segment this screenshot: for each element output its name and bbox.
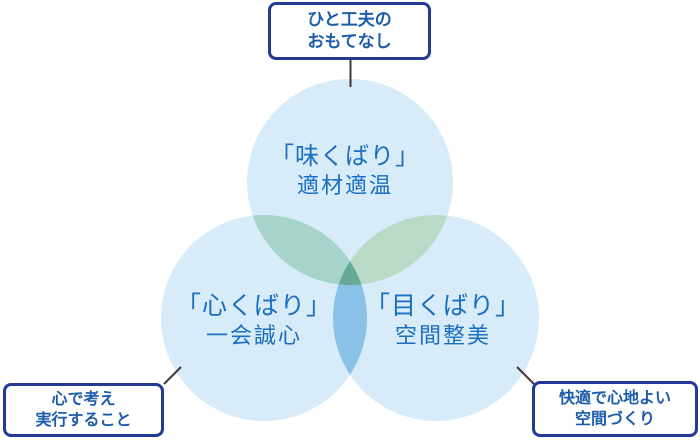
callout-bottom-left: 心で考え 実行すること: [3, 383, 164, 437]
callout-bottom-left-line2: 実行すること: [35, 412, 132, 429]
heart-circle-label: 「心くばり」 一会誠心: [154, 291, 354, 350]
callout-top: ひと工夫の おもてなし: [268, 2, 431, 60]
eye-circle-label: 「目くばり」 空間整美: [343, 291, 543, 350]
eye-circle-title: 「目くばり」: [364, 292, 521, 320]
callout-top-line2: おもてなし: [307, 32, 392, 51]
overlap-top-left: [247, 215, 367, 285]
taste-circle-subtitle: 適材適温: [296, 173, 393, 198]
callout-bottom-left-line1: 心で考え: [51, 390, 116, 408]
callout-top-line1: ひと工夫の: [307, 9, 392, 29]
overlap-top-right: [333, 215, 453, 285]
connector-bottom-right-line: [516, 366, 535, 385]
callout-bottom-right-line1: 快適で心地よい: [558, 389, 671, 407]
heart-circle-title: 「心くばり」: [175, 292, 332, 320]
heart-circle-subtitle: 一会誠心: [205, 323, 302, 348]
callout-bottom-right: 快適で心地よい 空間づくり: [532, 381, 698, 437]
callout-bottom-right-line2: 空間づくり: [574, 411, 655, 428]
taste-circle-label: 「味くばり」 適材適温: [245, 141, 445, 200]
eye-circle-subtitle: 空間整美: [394, 323, 491, 348]
connector-bottom-left-line: [163, 366, 182, 385]
taste-circle-title: 「味くばり」: [270, 143, 420, 170]
